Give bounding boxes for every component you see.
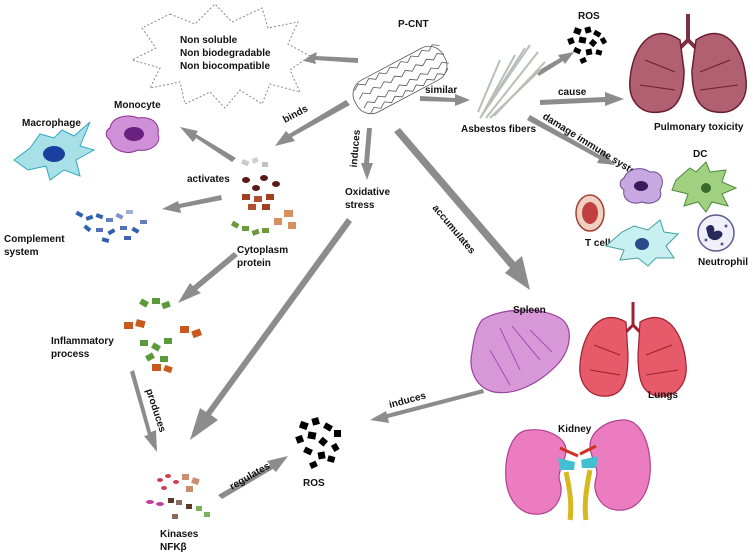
arrow-cytoplasm-to-inflammatory	[178, 252, 238, 303]
kidney-left	[505, 429, 567, 515]
neutrophil-cell-icon	[697, 214, 735, 252]
neutrophil-label: Neutrophil	[698, 257, 748, 268]
spleen-label: Spleen	[513, 305, 546, 316]
pulmonary-right-lung	[691, 32, 747, 114]
spleen-icon	[470, 309, 570, 394]
monocyte-cell-icon	[619, 168, 663, 204]
arrow-pcnt-to-cytoplasm	[275, 100, 350, 146]
edge-label-regulates: regulates	[228, 461, 272, 493]
arrow-kinases-to-ros	[218, 456, 288, 499]
oxidative-label-2: stress	[345, 200, 375, 211]
cytoplasm-protein-icon	[230, 157, 296, 236]
cytoplasm-label-1: Cytoplasm	[237, 245, 288, 256]
arrow-organs-to-ros	[370, 389, 484, 423]
ros-particles-icon	[567, 26, 608, 64]
kidney-icon	[505, 419, 651, 521]
lungs-icon	[629, 14, 747, 114]
arrow-asbestos-to-ros	[536, 52, 574, 76]
arrow-asbestos-to-pulmonary	[540, 92, 624, 106]
arrows	[130, 52, 624, 499]
arrow-pcnt-to-properties	[300, 52, 358, 64]
monocyte-cell-icon	[105, 115, 160, 153]
cytoplasm-label-2: protein	[237, 258, 271, 269]
edge-label-binds: binds	[281, 103, 310, 125]
edge-label-induces-top: induces	[349, 129, 363, 168]
burst-text-2: Non biodegradable	[180, 48, 271, 59]
arrow-pcnt-to-asbestos	[420, 94, 470, 106]
dc-label: DC	[693, 149, 707, 160]
arrow-cytoplasm-to-complement	[162, 195, 222, 213]
arrow-cytoplasm-to-monocyte	[180, 127, 236, 162]
lungs-icon	[579, 302, 687, 397]
properties-burst: Non soluble Non biodegradable Non biocom…	[130, 3, 311, 109]
burst-text-1: Non soluble	[180, 35, 238, 46]
ros-particles-icon	[295, 417, 341, 469]
tcell-label: T cell	[585, 238, 611, 249]
kidney-label: Kidney	[558, 424, 592, 435]
edge-label-cause: cause	[558, 87, 587, 98]
complement-system-icon	[75, 210, 147, 243]
burst-shape	[130, 3, 311, 109]
edge-label-similar: similar	[425, 85, 457, 96]
pulmonary-left-lung	[629, 32, 685, 114]
kinases-label-2: NFKβ	[160, 542, 187, 553]
pcnt-label: P-CNT	[398, 19, 429, 30]
macrophage-cell-icon	[604, 219, 680, 267]
arrow-asbestos-to-immune	[527, 115, 615, 165]
kinases-label-1: Kinases	[160, 529, 199, 540]
lungs-right	[637, 316, 687, 397]
inflammatory-label-2: process	[51, 349, 90, 360]
lungs-label: Lungs	[648, 390, 678, 401]
kidney-right	[589, 419, 651, 511]
dendritic-cell-icon	[671, 161, 738, 213]
arrow-oxidative-to-kinases	[190, 218, 352, 440]
burst-text-3: Non biocompatible	[180, 61, 270, 72]
monocyte-label: Monocyte	[114, 100, 161, 111]
complement-label-1: Complement	[4, 234, 65, 245]
asbestos-label: Asbestos fibers	[461, 124, 536, 135]
ros-top-label: ROS	[578, 11, 600, 22]
edge-label-activates: activates	[187, 174, 230, 185]
arrow-pcnt-to-organs	[394, 128, 530, 290]
complement-label-2: system	[4, 247, 39, 258]
ros-center-label: ROS	[303, 478, 325, 489]
inflammatory-label-1: Inflammatory	[51, 336, 114, 347]
arrow-inflammatory-to-kinases	[130, 370, 157, 452]
inflammatory-process-icon	[124, 298, 203, 374]
pulmonary-label: Pulmonary toxicity	[654, 122, 744, 133]
oxidative-label-1: Oxidative	[345, 187, 390, 198]
lungs-left	[579, 316, 629, 397]
macrophage-label: Macrophage	[22, 118, 81, 129]
t-cell-icon	[575, 194, 605, 232]
nanotube-icon: P-CNT	[352, 19, 449, 115]
asbestos-fibers-icon	[477, 44, 546, 119]
arrow-pcnt-to-oxidative	[361, 128, 373, 180]
macrophage-cell-icon	[13, 121, 96, 181]
kinases-icon	[146, 474, 210, 519]
